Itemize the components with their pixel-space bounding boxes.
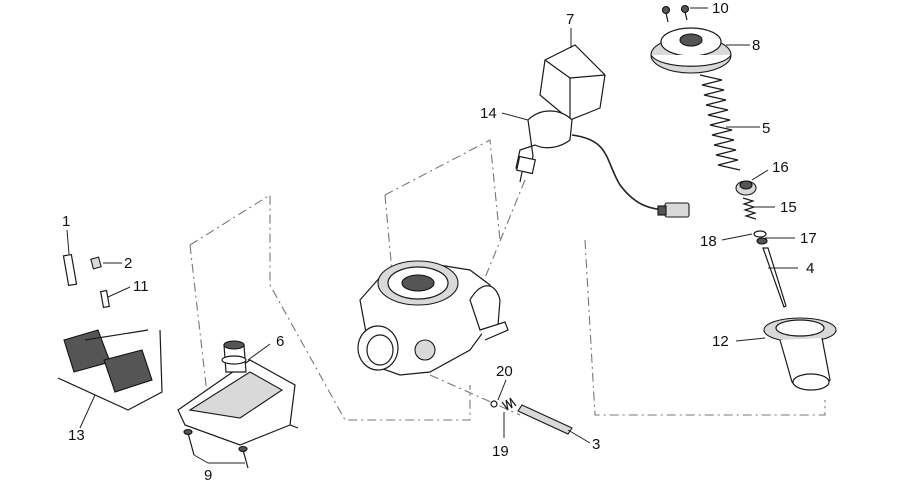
callout-18: 18 bbox=[700, 233, 717, 250]
part-11-jet bbox=[99, 289, 111, 309]
part-13-float bbox=[57, 329, 163, 411]
part-12-slide bbox=[763, 317, 837, 391]
callout-20: 20 bbox=[496, 363, 513, 380]
part-15-small-spring bbox=[742, 197, 757, 220]
callout-labels: 1 2 3 4 5 6 7 8 9 10 11 12 13 14 15 16 1… bbox=[62, 0, 817, 483]
callout-19: 19 bbox=[492, 443, 509, 460]
callout-7: 7 bbox=[566, 11, 574, 28]
callout-9: 9 bbox=[204, 467, 212, 483]
callout-8: 8 bbox=[752, 37, 760, 54]
callout-15: 15 bbox=[780, 199, 797, 216]
part-1-jet bbox=[62, 253, 78, 287]
part-8-cover bbox=[650, 27, 732, 74]
callout-16: 16 bbox=[772, 159, 789, 176]
part-2-jet bbox=[90, 256, 102, 270]
callout-17: 17 bbox=[800, 230, 817, 247]
callout-6: 6 bbox=[276, 333, 284, 350]
callout-13: 13 bbox=[68, 427, 85, 444]
callout-10: 10 bbox=[712, 0, 729, 17]
callout-12: 12 bbox=[712, 333, 729, 350]
callout-2: 2 bbox=[124, 255, 132, 272]
part-16-holder bbox=[735, 180, 757, 196]
leader-lines bbox=[66, 7, 798, 464]
callout-14: 14 bbox=[480, 105, 497, 122]
callout-11: 11 bbox=[133, 278, 149, 295]
part-6-float-bowl bbox=[177, 340, 299, 446]
part-14-throttle-sensor bbox=[515, 110, 690, 218]
part-9-screws bbox=[183, 428, 249, 469]
part-10-screws bbox=[661, 4, 690, 23]
part-17-18-washers bbox=[753, 230, 768, 245]
part-3-19-20-adjuster bbox=[490, 397, 573, 435]
part-5-spring bbox=[699, 74, 741, 171]
callout-3: 3 bbox=[592, 436, 600, 453]
callout-1: 1 bbox=[62, 213, 70, 230]
callout-5: 5 bbox=[762, 120, 770, 137]
part-7-cap bbox=[539, 44, 606, 121]
part-4-needle bbox=[762, 247, 787, 308]
carburetor-body bbox=[357, 260, 509, 376]
callout-4: 4 bbox=[806, 260, 814, 277]
